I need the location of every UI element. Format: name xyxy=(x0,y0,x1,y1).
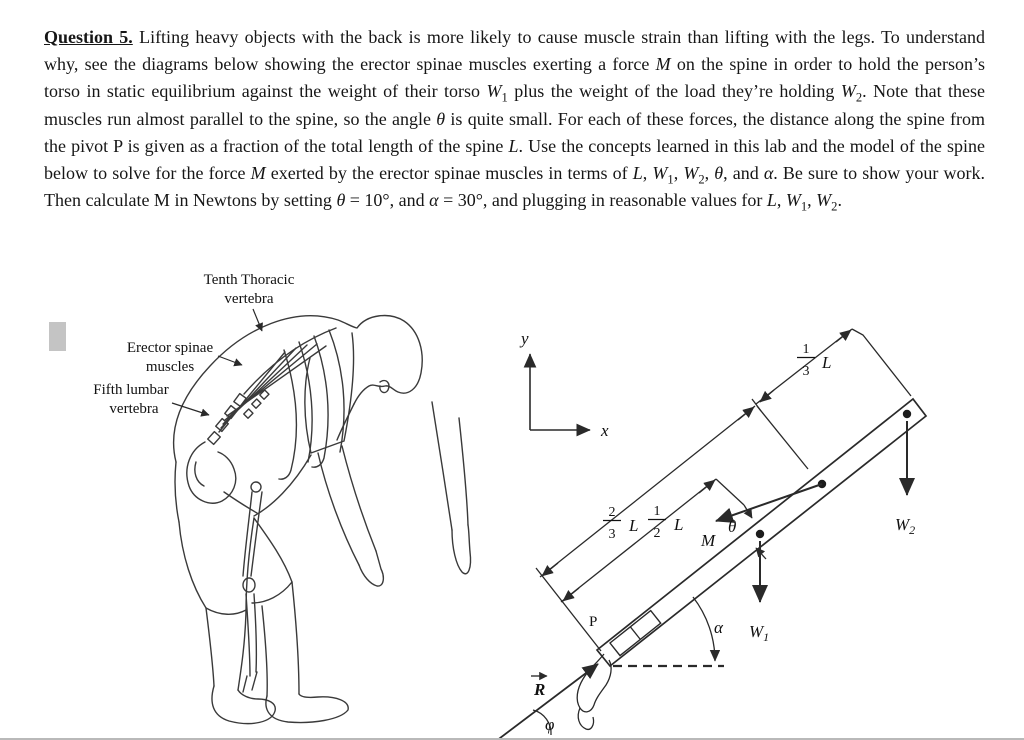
vertebrae-blocks xyxy=(609,609,662,657)
half-dimension-line xyxy=(560,478,717,603)
two-thirds-L-label: 2 3 L xyxy=(609,505,639,542)
shorts-outline xyxy=(178,517,255,615)
third-arrow-upper xyxy=(835,329,852,343)
third-L-label: 1 3 L xyxy=(803,342,832,379)
half-L-label: 1 2 L xyxy=(654,504,684,541)
shorts-far-leg xyxy=(251,517,293,604)
front-leg-outline xyxy=(261,581,300,697)
x-axis-label: x xyxy=(600,421,609,440)
dimension-break-tick xyxy=(751,398,762,412)
phi-angle-arc xyxy=(532,709,552,736)
fifth-lumbar-leader-arrow xyxy=(171,402,210,417)
neck-front-line xyxy=(336,403,355,441)
spine-inner-curve xyxy=(243,327,337,395)
half-leader-arrow xyxy=(743,504,753,519)
question-text: Question 5. Lifting heavy objects with t… xyxy=(44,27,986,214)
pelvis-inner-line xyxy=(194,461,205,487)
phi-label: φ xyxy=(545,715,554,734)
svg-text:2: 2 xyxy=(654,526,661,541)
svg-text:L: L xyxy=(628,516,638,535)
lumbar-vertebrae-blocks xyxy=(206,389,270,446)
anatomy-labels: Tenth Thoracic vertebra Erector spinae m… xyxy=(93,272,294,417)
erector-spinae-label-line1: Erector spinae xyxy=(127,340,214,356)
front-foot xyxy=(265,693,349,724)
sleeve-outline xyxy=(304,332,355,454)
extension-line-pivot xyxy=(535,567,602,652)
half-arrow-upper xyxy=(698,479,716,494)
anatomy-figure xyxy=(172,314,472,725)
tenth-thoracic-label-line2: vertebra xyxy=(224,291,273,307)
erector-spinae-label-line2: muscles xyxy=(146,359,194,375)
near-arm-lines xyxy=(317,445,377,566)
svg-text:1: 1 xyxy=(654,504,661,519)
torso-front-line xyxy=(253,454,312,517)
torso-weight-dot xyxy=(755,529,765,539)
fifth-lumbar-label-line2: vertebra xyxy=(109,401,158,417)
half-arrow-lower xyxy=(562,587,580,602)
pelvis-outline xyxy=(186,441,237,504)
reaction-label: R xyxy=(533,680,545,699)
third-dimension-leader xyxy=(851,328,912,397)
vertebrae-divider xyxy=(629,626,641,640)
third-arrow-lower xyxy=(759,389,775,403)
near-hand xyxy=(358,550,385,587)
back-head-outline xyxy=(172,314,423,463)
back-leg-outline xyxy=(205,607,247,691)
anatomy-leader-arrows xyxy=(171,308,263,417)
tenth-thoracic-leader-arrow xyxy=(252,308,263,332)
svg-text:3: 3 xyxy=(803,364,810,379)
svg-text:3: 3 xyxy=(609,527,616,542)
muscle-force-arrow xyxy=(715,483,823,523)
two-thirds-dimension-line xyxy=(539,405,756,578)
svg-text:1: 1 xyxy=(803,342,810,357)
tibia-bone xyxy=(242,593,258,693)
page-bottom-rule xyxy=(0,738,1024,740)
spine-diagram-labels: y x 2 3 L 1 2 L 1 3 L M xyxy=(519,329,915,734)
reaction-force-arrow xyxy=(495,663,599,740)
half-dimension-leader xyxy=(715,478,745,506)
sacrum-bone-outline xyxy=(576,653,612,713)
alpha-label: α xyxy=(714,618,724,637)
pivot-label: P xyxy=(589,614,597,630)
svg-text:2: 2 xyxy=(609,505,616,520)
extension-line-two-thirds xyxy=(756,405,809,470)
erector-spinae-fan xyxy=(218,343,327,433)
back-foot xyxy=(211,685,276,725)
hip-back-line xyxy=(174,461,180,523)
femur-head xyxy=(250,481,262,493)
knee-joint xyxy=(242,577,256,593)
tenth-thoracic-label-line1: Tenth Thoracic xyxy=(204,272,295,288)
ear-line xyxy=(379,379,390,394)
spine-model-diagram xyxy=(495,328,928,740)
erector-spinae-leader-arrow xyxy=(217,355,243,367)
femur-bone xyxy=(242,491,263,577)
load-weight-label: W2 xyxy=(895,515,915,537)
far-hand xyxy=(451,524,472,575)
load-weight-dot xyxy=(902,409,912,419)
torso-weight-label: W1 xyxy=(749,622,769,644)
sacrum-bone-tail xyxy=(577,707,595,731)
two-thirds-arrow-upper xyxy=(737,406,755,421)
shirt-hem-line xyxy=(223,491,258,514)
theta-label: θ xyxy=(728,517,736,536)
muscle-force-label: M xyxy=(700,531,716,550)
y-axis-label: y xyxy=(519,329,529,348)
alpha-angle-arc xyxy=(692,596,721,662)
rib-lines xyxy=(278,329,345,480)
far-arm-lines xyxy=(431,401,469,531)
svg-text:L: L xyxy=(673,515,683,534)
svg-text:L: L xyxy=(821,353,831,372)
two-thirds-arrow-lower xyxy=(541,562,559,577)
gray-marker-block xyxy=(49,322,66,351)
fifth-lumbar-label-line1: Fifth lumbar xyxy=(93,382,168,398)
spine-bar xyxy=(595,397,928,668)
